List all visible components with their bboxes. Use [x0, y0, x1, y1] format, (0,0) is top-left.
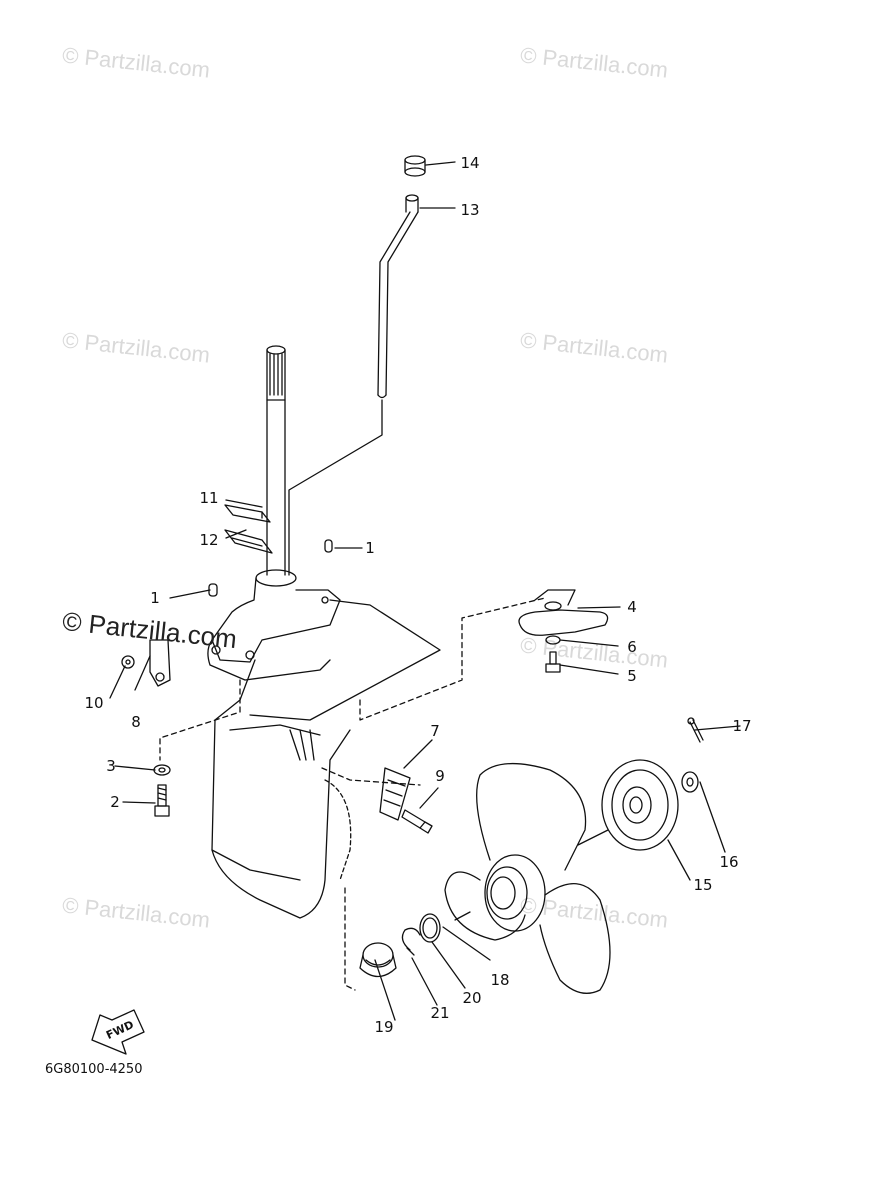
- part-8-bracket: [149, 639, 171, 687]
- callout-21: 21: [430, 1004, 450, 1022]
- part-3-washer: [153, 764, 171, 776]
- part-5-bolt: [545, 651, 561, 673]
- part-17-cotter-pin: [687, 717, 704, 743]
- part-15-spacer: [577, 759, 679, 851]
- callout-11: 11: [199, 489, 219, 507]
- callout-17: 17: [732, 717, 752, 735]
- callout-3: 3: [106, 757, 116, 775]
- callout-13: 13: [460, 201, 480, 219]
- callout-1: 1: [365, 539, 375, 557]
- part-21-clip: [401, 927, 421, 956]
- callout-4: 4: [627, 598, 637, 616]
- part-10-nut: [121, 655, 135, 669]
- drive-shaft: [266, 345, 383, 576]
- part-12-plate: [224, 529, 273, 554]
- part-7-plate: [379, 767, 411, 821]
- part-1-dowel: [208, 539, 333, 597]
- callout-20: 20: [462, 989, 482, 1007]
- callout-15: 15: [693, 876, 713, 894]
- part-20-washer: [419, 913, 441, 943]
- callout-10: 10: [84, 694, 104, 712]
- callout-18: 18: [490, 971, 510, 989]
- part-9-screw: [401, 809, 433, 834]
- callout-7: 7: [430, 722, 440, 740]
- lower-case: [207, 569, 441, 919]
- callout-9: 9: [435, 767, 445, 785]
- part-11-plate: [224, 504, 271, 523]
- part-4-trim-tab: [518, 589, 609, 636]
- part-18-propeller: [444, 762, 611, 994]
- callout-12: 12: [199, 531, 219, 549]
- part-13-water-tube: [377, 194, 419, 399]
- assembly-lines: [159, 597, 546, 991]
- callout-6: 6: [627, 638, 637, 656]
- callout-16: 16: [719, 853, 739, 871]
- callout-8: 8: [131, 713, 141, 731]
- callout-14: 14: [460, 154, 480, 172]
- fwd-arrow-icon: [91, 1009, 145, 1055]
- part-16-nut: [681, 771, 699, 793]
- part-19-cap-nut: [359, 942, 397, 978]
- part-2-bolt: [154, 784, 170, 817]
- part-6-washer: [545, 635, 561, 645]
- callout-5: 5: [627, 667, 637, 685]
- callout-1: 1: [150, 589, 160, 607]
- callout-2: 2: [110, 793, 120, 811]
- diagram-code: 6G80100-4250: [45, 1062, 143, 1077]
- part-14-grommet: [404, 155, 426, 177]
- callout-19: 19: [374, 1018, 394, 1036]
